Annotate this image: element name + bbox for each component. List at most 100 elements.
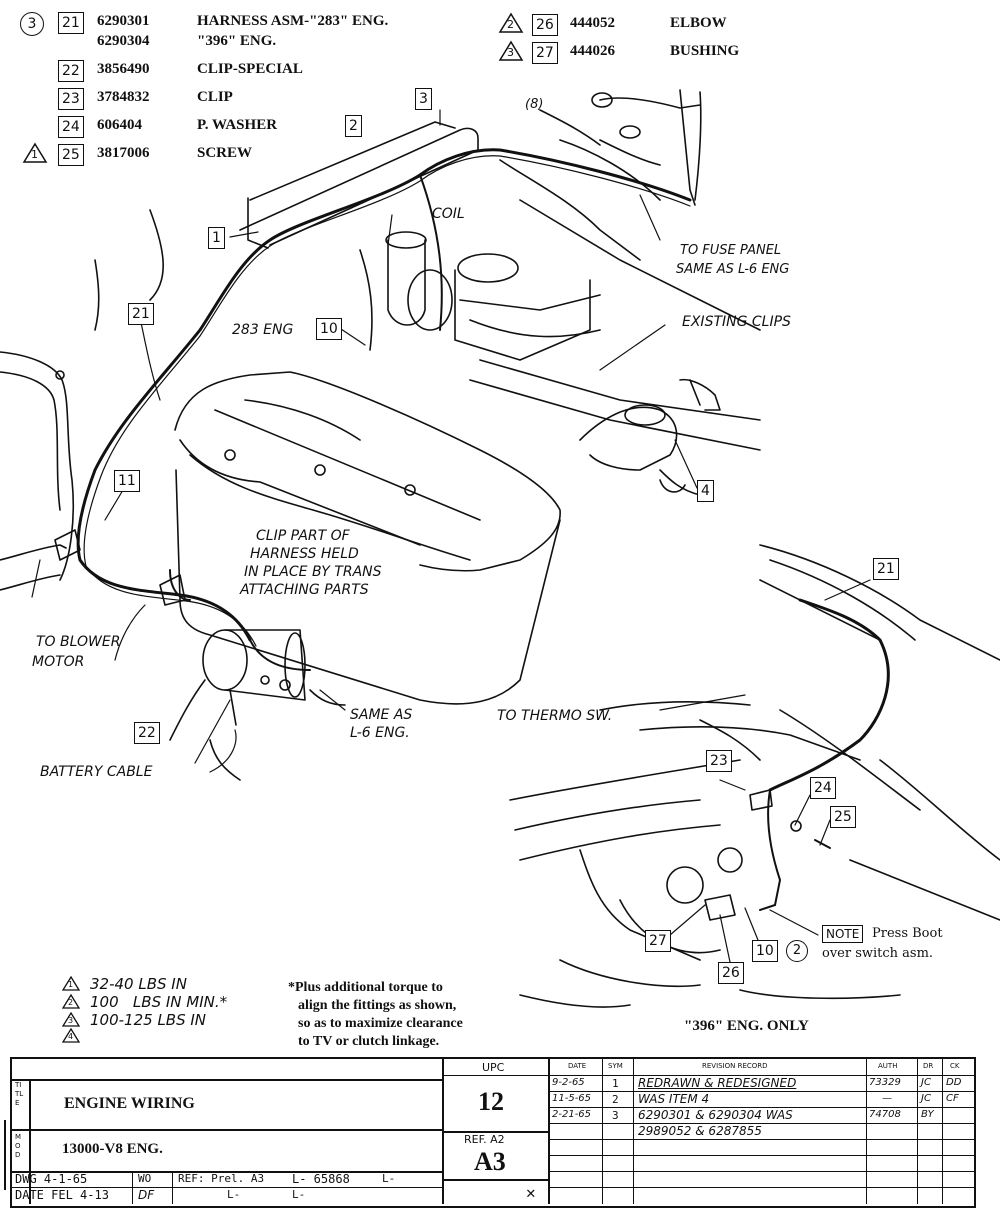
ref-l2: L- [382, 1172, 396, 1185]
note-text-1: Press Boot [872, 926, 943, 941]
callout-box-2: 2 [345, 115, 362, 137]
triangle-flag-number: 3 [507, 46, 514, 59]
rev-auth: 73329 [869, 1077, 901, 1088]
callout-box-4: 4 [697, 480, 714, 502]
callout-circle-2: 2 [786, 940, 808, 962]
torque-flag: 2 [68, 998, 74, 1007]
part-number: 3784832 [97, 89, 150, 105]
dwg-date: DWG 4-1-65 [15, 1172, 88, 1186]
part-number: 444052 [570, 15, 615, 31]
callout-box-26: 26 [718, 962, 744, 984]
ref-l4: L- [292, 1188, 306, 1201]
callout-box-27: 27 [645, 930, 671, 952]
existing-clips-label: EXISTING CLIPS [682, 314, 791, 330]
triangle-icon [62, 1028, 80, 1043]
callout-8-number: 8 [530, 97, 539, 112]
rev-date: 9-2-65 [552, 1077, 585, 1088]
to-blower-label-2: MOTOR [32, 654, 85, 670]
df-initials: DF [138, 1188, 155, 1202]
clip-note-line-1: CLIP PART OF [256, 528, 350, 544]
part-description: "396" ENG. [197, 33, 277, 49]
note-box: NOTE [822, 925, 864, 943]
coil-label: COIL [432, 206, 465, 222]
part-number: 444026 [570, 43, 615, 59]
callout-box-10-lower: 10 [752, 940, 778, 962]
part-number: 3856490 [97, 61, 150, 77]
clip-note-line-2: HARNESS HELD [250, 546, 359, 562]
triangle-icon [498, 12, 524, 33]
rev-dr: JC [921, 1093, 931, 1104]
rev-header-ck: CK [950, 1062, 960, 1070]
rev-record: 2989052 & 6287855 [638, 1124, 762, 1138]
rev-sym: 3 [612, 1109, 619, 1122]
item-number-box: 24 [58, 116, 84, 138]
part-description: BUSHING [670, 43, 740, 59]
part-number: 6290304 [97, 33, 150, 49]
rev-header-record: REVISION RECORD [702, 1062, 768, 1070]
rev-record: REDRAWN & REDESIGNED [638, 1076, 797, 1090]
stamp-mark: ✕ [526, 1183, 536, 1202]
item-number-box: 23 [58, 88, 84, 110]
callout-box-21: 21 [128, 303, 154, 325]
ref-a2-label: REF. A2 [464, 1133, 505, 1146]
footnote-line: to TV or clutch linkage. [298, 1034, 440, 1049]
rev-ck: CF [946, 1093, 959, 1104]
triangle-icon [498, 40, 524, 61]
part-number: 606404 [97, 117, 142, 133]
rev-date: 11-5-65 [552, 1093, 592, 1104]
callout-box-3: 3 [415, 88, 432, 110]
triangle-icon [62, 994, 80, 1009]
rev-ck: DD [946, 1077, 962, 1088]
footnote-line: align the fittings as shown, [298, 998, 457, 1013]
part-description: HARNESS ASM-"283" ENG. [197, 13, 389, 29]
ref-l3: L- [227, 1188, 241, 1201]
callout-8: (8) [525, 97, 544, 112]
torque-note-1: 32-40 LBS IN [90, 975, 187, 993]
part-number: 3817006 [97, 145, 150, 161]
rev-dr: JC [921, 1077, 931, 1088]
eng-396-only-label: "396" ENG. ONLY [684, 1018, 809, 1034]
clip-note-line-4: ATTACHING PARTS [240, 582, 369, 598]
part-number: 6290301 [97, 13, 150, 29]
wo-label: WO [138, 1172, 152, 1185]
item-number-box: 22 [58, 60, 84, 82]
model-name: 13000-V8 ENG. [62, 1141, 163, 1157]
upc-label: UPC [482, 1061, 505, 1074]
torque-flag: 3 [68, 1016, 74, 1025]
footnote-line: so as to maximize clearance [298, 1016, 463, 1031]
drawing-title: ENGINE WIRING [64, 1095, 195, 1112]
rev-header-date: DATE [568, 1062, 587, 1070]
callout-box-1: 1 [208, 227, 225, 249]
ref-prel: REF: Prel. A3 [178, 1172, 265, 1185]
rev-header-sym: SYM [608, 1062, 623, 1070]
rev-date: 2-21-65 [552, 1109, 592, 1120]
to-thermo-label: TO THERMO SW. [497, 708, 613, 724]
model-label: MOD [15, 1133, 22, 1159]
torque-flag: 1 [68, 980, 74, 989]
part-description: SCREW [197, 145, 253, 161]
left-margin-mark [4, 1120, 6, 1190]
rev-sym: 2 [612, 1093, 619, 1106]
rev-header-auth: AUTH [878, 1062, 898, 1070]
callout-box-24: 24 [810, 777, 836, 799]
sheet-number: A3 [474, 1147, 506, 1176]
same-as-label-1: SAME AS [350, 707, 413, 723]
item-number-box: 26 [532, 14, 558, 36]
callout-box-22: 22 [134, 722, 160, 744]
triangle-icon [22, 142, 48, 163]
rev-auth: — [882, 1093, 892, 1104]
triangle-icon [62, 976, 80, 991]
to-fuse-panel-label: TO FUSE PANEL [680, 243, 782, 258]
torque-note-2: 100 LBS IN MIN.* [90, 993, 228, 1011]
footnote-line: *Plus additional torque to [288, 980, 443, 995]
rev-sym: 1 [612, 1077, 619, 1090]
item-number-box: 21 [58, 12, 84, 34]
clip-note-line-3: IN PLACE BY TRANS [244, 564, 382, 580]
note-text-2: over switch asm. [822, 946, 934, 961]
triangle-flag-number: 2 [507, 18, 514, 31]
to-blower-label-1: TO BLOWER [36, 634, 121, 650]
rev-header-dr: DR [923, 1062, 934, 1070]
upc-number: 12 [478, 1087, 504, 1116]
title-label: TITLE [15, 1081, 24, 1107]
